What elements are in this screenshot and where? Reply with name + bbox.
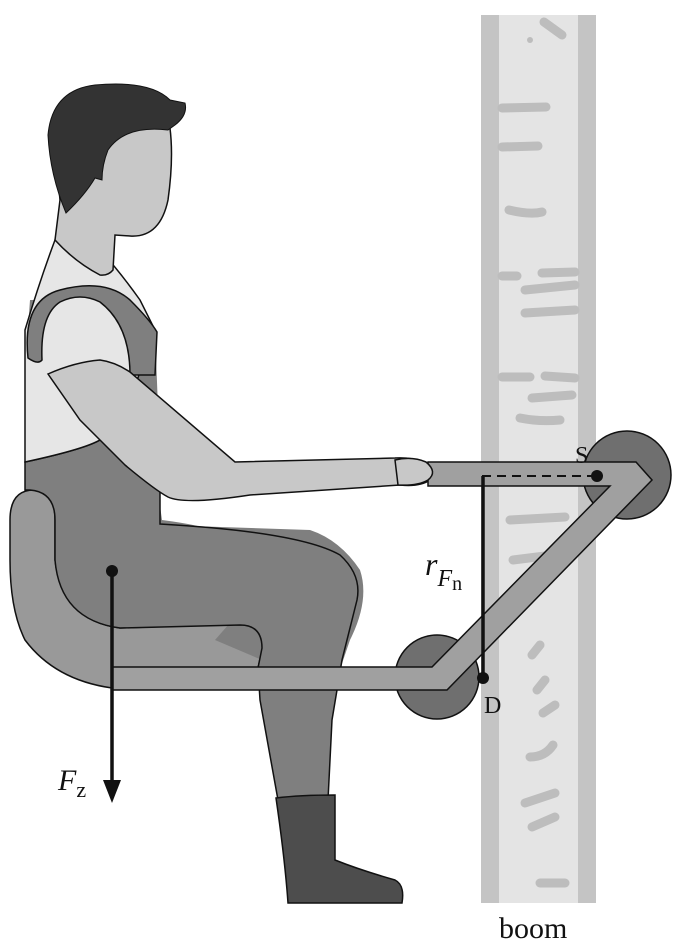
pivot-s-point <box>591 470 603 482</box>
overalls-strap <box>26 285 158 376</box>
label-boom: boom <box>499 912 567 945</box>
label-moment-arm: rFn <box>425 546 462 595</box>
force-arrow-head <box>103 780 121 803</box>
hand <box>394 457 434 486</box>
hair <box>47 83 186 214</box>
pivot-d-point <box>477 672 489 684</box>
label-s: S <box>575 443 588 469</box>
moment-arm <box>477 470 603 684</box>
overalls-main <box>24 437 359 801</box>
label-d: D <box>484 693 501 719</box>
boot <box>275 794 404 904</box>
label-force: Fz <box>57 764 86 802</box>
boom <box>481 15 596 903</box>
boom-outer-left <box>481 15 499 903</box>
force-fz <box>103 565 121 803</box>
